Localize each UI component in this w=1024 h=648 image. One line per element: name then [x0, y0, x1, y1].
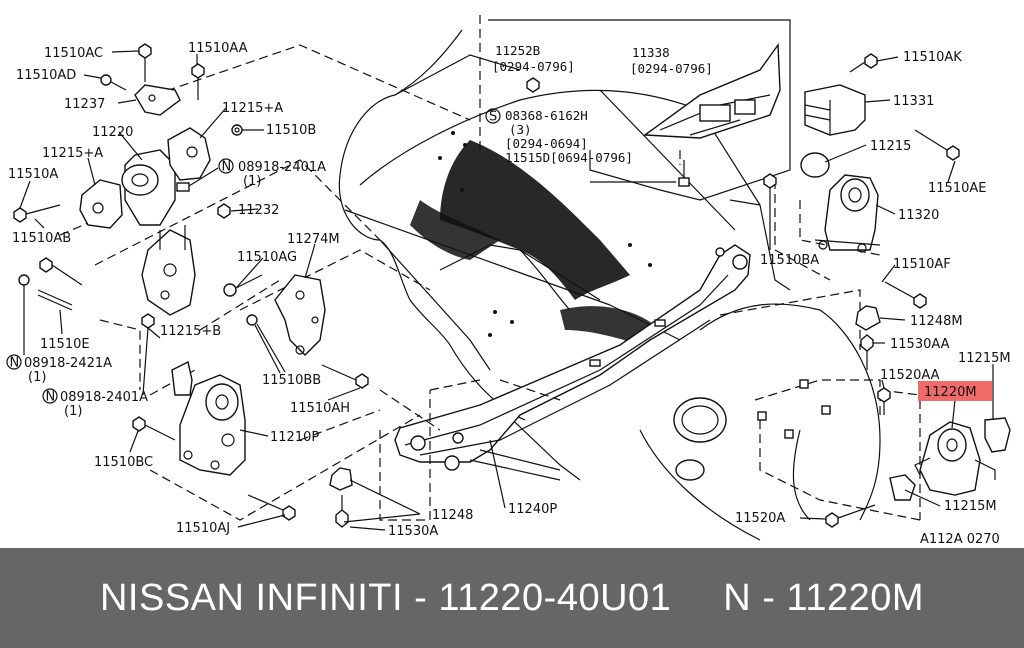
label-11220M-highlighted: 11220M	[924, 385, 977, 400]
leader-lines	[19, 50, 994, 531]
label-qty-upper: (1)	[243, 174, 261, 189]
label-11510AA: 11510AA	[188, 41, 248, 56]
right-lower-mount	[825, 387, 1011, 528]
label-11510AB: 11510AB	[12, 231, 71, 246]
right-upper-mount	[757, 53, 960, 439]
label-11510BA: 11510BA	[760, 253, 819, 268]
label-11530AA: 11530AA	[890, 337, 950, 352]
inset-bracket-box	[488, 19, 791, 201]
label-11215-a-left: 11215+A	[42, 146, 103, 161]
left-upper-mount	[13, 43, 243, 345]
label-11320: 11320	[898, 208, 939, 223]
label-11510AH: 11510AH	[290, 401, 350, 416]
label-11530A: 11530A	[388, 524, 438, 539]
label-11215-a-upper: 11215+A	[222, 101, 283, 116]
label-11240P: 11240P	[508, 502, 557, 517]
label-11274M: 11274M	[287, 232, 340, 247]
label-11237: 11237	[64, 97, 105, 112]
label-11510AF: 11510AF	[893, 257, 951, 272]
label-08368-6162H: 08368-6162H	[505, 108, 588, 123]
label-11520AA: 11520AA	[880, 368, 940, 383]
label-11215-b: 11215+B	[160, 324, 221, 339]
label-08918-2401A-lower: 08918-2401A	[60, 390, 148, 405]
label-11510AJ: 11510AJ	[176, 521, 230, 536]
svg-text:N: N	[46, 390, 56, 405]
label-11510AK: 11510AK	[903, 50, 962, 65]
label-11215M-lower: 11215M	[944, 499, 997, 514]
label-11510B: 11510B	[266, 123, 316, 138]
label-11331: 11331	[893, 94, 934, 109]
label-11252B-range: [0294-0796]	[492, 59, 575, 74]
left-lower-mount	[132, 274, 369, 528]
label-11515D: 11515D[0694-0796]	[505, 150, 633, 165]
dashed-guides	[59, 15, 961, 521]
label-11338-range: [0294-0796]	[630, 61, 713, 76]
label-11248: 11248	[432, 508, 473, 523]
label-11510AE: 11510AE	[928, 181, 986, 196]
label-08368-range: [0294-0694]	[505, 136, 588, 151]
exploded-parts-diagram: N N N S 11510AC 11510AA 11510AD 11237 11…	[6, 15, 1011, 547]
label-11220: 11220	[92, 125, 133, 140]
label-11510BC: 11510BC	[94, 455, 153, 470]
label-qty-lower: (1)	[64, 404, 82, 419]
svg-text:S: S	[489, 110, 497, 125]
crossmember-11240P	[394, 244, 751, 481]
highlight-box	[918, 381, 992, 401]
label-11510AC: 11510AC	[44, 46, 103, 61]
label-11252B: 11252B	[495, 43, 540, 58]
label-11248M: 11248M	[910, 314, 963, 329]
label-qty-08368: (3)	[509, 122, 532, 137]
label-11510AD: 11510AD	[16, 68, 76, 83]
label-08918-2421A: 08918-2421A	[24, 356, 112, 371]
label-11215M-upper: 11215M	[958, 351, 1011, 366]
circle-markers: N N N S	[6, 108, 501, 405]
label-11510AG: 11510AG	[237, 250, 297, 265]
label-08918-2401A-upper: 08918-2401A	[238, 160, 326, 175]
label-11232: 11232	[238, 203, 279, 218]
label-11338: 11338	[632, 45, 670, 60]
label-11210P: 11210P	[270, 430, 319, 445]
label-11510A: 11510A	[8, 167, 58, 182]
label-11510E: 11510E	[40, 337, 90, 352]
label-11215: 11215	[870, 139, 911, 154]
part-number-banner: NISSAN INFINITI - 11220-40U01 N - 11220M	[0, 548, 1024, 648]
label-11510BB: 11510BB	[262, 373, 321, 388]
label-11520A: 11520A	[735, 511, 785, 526]
banner-oem-number: NISSAN INFINITI - 11220-40U01	[99, 576, 672, 619]
svg-text:N: N	[10, 356, 20, 371]
label-qty-2421A: (1)	[28, 370, 46, 385]
part-labels: 11510AC 11510AA 11510AD 11237 11215+A 11…	[8, 41, 1011, 547]
diagram-code: A112A 0270	[920, 532, 1000, 547]
svg-text:N: N	[222, 160, 232, 175]
banner-reference-number: N - 11220M	[723, 576, 925, 619]
